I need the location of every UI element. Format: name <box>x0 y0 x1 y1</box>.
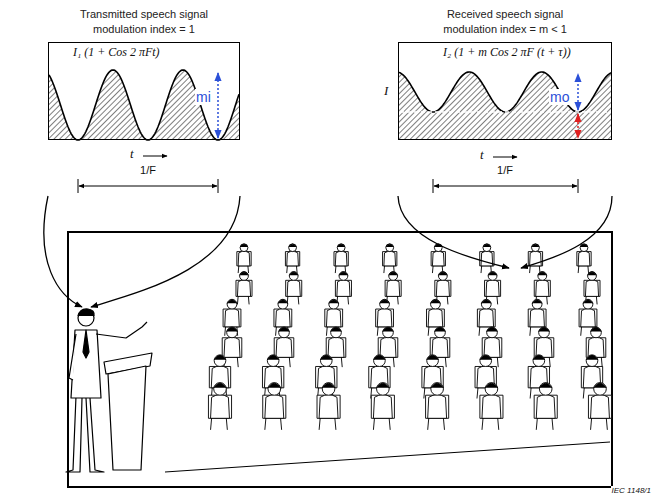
period-tick <box>78 179 79 193</box>
signal-heading: Received speech signal modulation index … <box>423 7 588 36</box>
depth-arrow <box>217 73 219 138</box>
leader-curve <box>521 196 612 268</box>
offset-arrow <box>577 114 579 138</box>
period-tick <box>433 179 434 193</box>
figure-number: IEC 1148/1 <box>611 486 652 495</box>
leader-curve <box>44 196 82 307</box>
period-arrow <box>79 186 217 187</box>
floor-line <box>165 442 610 472</box>
leader-curve <box>91 196 240 307</box>
time-axis-label: t <box>129 147 135 162</box>
intensity-label: I <box>383 84 389 99</box>
modulation-label: mo <box>549 89 570 105</box>
time-axis-label: t <box>479 148 485 163</box>
hatched-signal-area <box>49 70 239 140</box>
speaker-figure <box>66 309 152 472</box>
signal-box: Transmitted speech signal modulation ind… <box>48 42 240 140</box>
period-tick <box>218 179 219 193</box>
signal-heading: Transmitted speech signal modulation ind… <box>62 7 227 36</box>
period-tick <box>578 179 579 193</box>
signal-curve <box>49 70 239 140</box>
modulation-label: mi <box>195 89 212 105</box>
signal-curve <box>399 72 611 112</box>
depth-arrow <box>577 74 579 110</box>
leader-curve <box>398 196 509 268</box>
signal-box: Received speech signal modulation index … <box>398 42 612 140</box>
signal-formula: I₁ (1 + Cos 2 πFt) <box>71 46 162 60</box>
trough-level-line <box>400 111 610 113</box>
period-arrow <box>434 186 577 187</box>
hatched-signal-area <box>399 72 611 140</box>
time-arrow <box>493 157 517 158</box>
scene-frame <box>68 232 612 487</box>
period-label: 1/F <box>139 164 157 177</box>
signal-formula: I₂ (1 + m Cos 2 πF (t + τ)) <box>441 46 573 60</box>
audience-figures <box>208 244 611 430</box>
period-label: 1/F <box>496 164 514 177</box>
time-arrow <box>143 156 167 157</box>
